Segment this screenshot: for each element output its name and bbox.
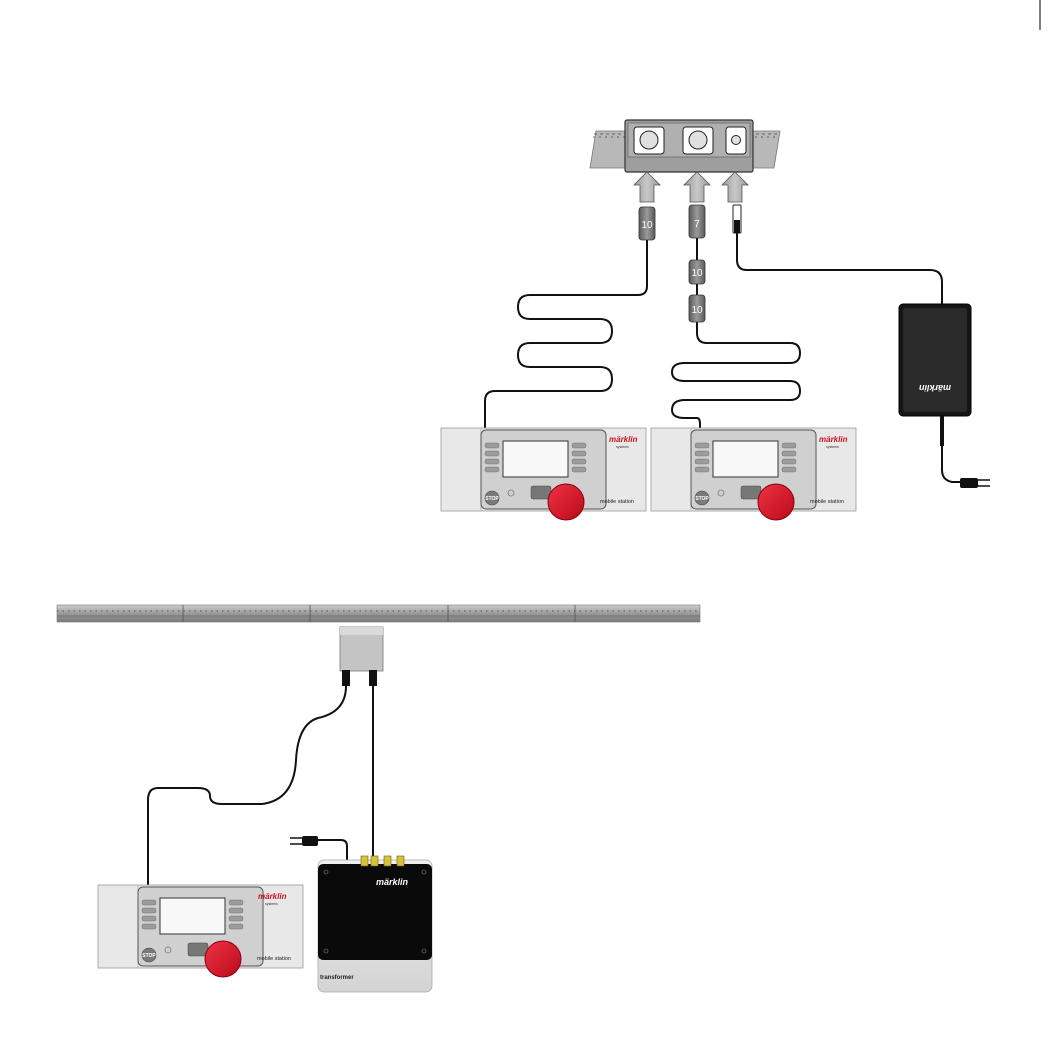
bottom-track (57, 605, 700, 622)
svg-text:märklin: märklin (609, 435, 638, 444)
svg-text:mobile station: mobile station (600, 499, 634, 505)
mobile-station-left[interactable]: märklin systems mobile station STOP (441, 428, 646, 520)
svg-text:systems: systems (616, 445, 629, 449)
svg-text:STOP: STOP (485, 496, 499, 502)
arrow-up-icon (634, 172, 660, 202)
svg-text:mobile station: mobile station (810, 499, 844, 505)
svg-text:systems: systems (265, 902, 278, 906)
track-connector-box (340, 627, 383, 686)
svg-text:märklin: märklin (376, 877, 409, 887)
arrow-up-icon (684, 172, 710, 202)
socket-7-pin-icon[interactable] (689, 131, 707, 149)
power-pack: märklin (899, 304, 971, 470)
svg-text:mobile station: mobile station (257, 956, 291, 962)
socket-power-icon[interactable] (732, 136, 741, 145)
svg-text:7: 7 (694, 219, 700, 230)
cable-plug-icon: 7 (689, 205, 705, 238)
cable-plug-icon: 10 (689, 260, 705, 284)
svg-text:STOP: STOP (142, 953, 156, 959)
cable-plug-icon: 10 (639, 207, 655, 240)
cable-plug-icon: 10 (689, 295, 705, 322)
cable-power (737, 232, 942, 306)
svg-text:märklin: märklin (258, 892, 287, 901)
svg-text:systems: systems (826, 445, 839, 449)
mobile-station-right[interactable]: märklin systems mobile station STOP (651, 428, 856, 520)
svg-text:10: 10 (691, 305, 703, 316)
svg-text:märklin: märklin (819, 435, 848, 444)
bottom-cables (148, 686, 373, 886)
mains-plug-icon (942, 470, 990, 488)
cable-left (485, 240, 647, 430)
svg-text:transformer: transformer (320, 975, 354, 981)
mains-plug-icon (290, 836, 347, 862)
svg-text:10: 10 (691, 268, 703, 279)
svg-text:märklin: märklin (918, 383, 951, 393)
mobile-station-bottom[interactable]: märklin systems mobile station STOP (98, 885, 303, 977)
transformer[interactable]: märklin transformer (318, 856, 432, 992)
power-plug-icon (733, 205, 741, 233)
svg-text:10: 10 (641, 220, 653, 231)
connector-box (625, 120, 753, 172)
socket-10-pin-icon[interactable] (640, 131, 658, 149)
arrow-up-icon (722, 172, 748, 202)
svg-text:STOP: STOP (695, 496, 709, 502)
